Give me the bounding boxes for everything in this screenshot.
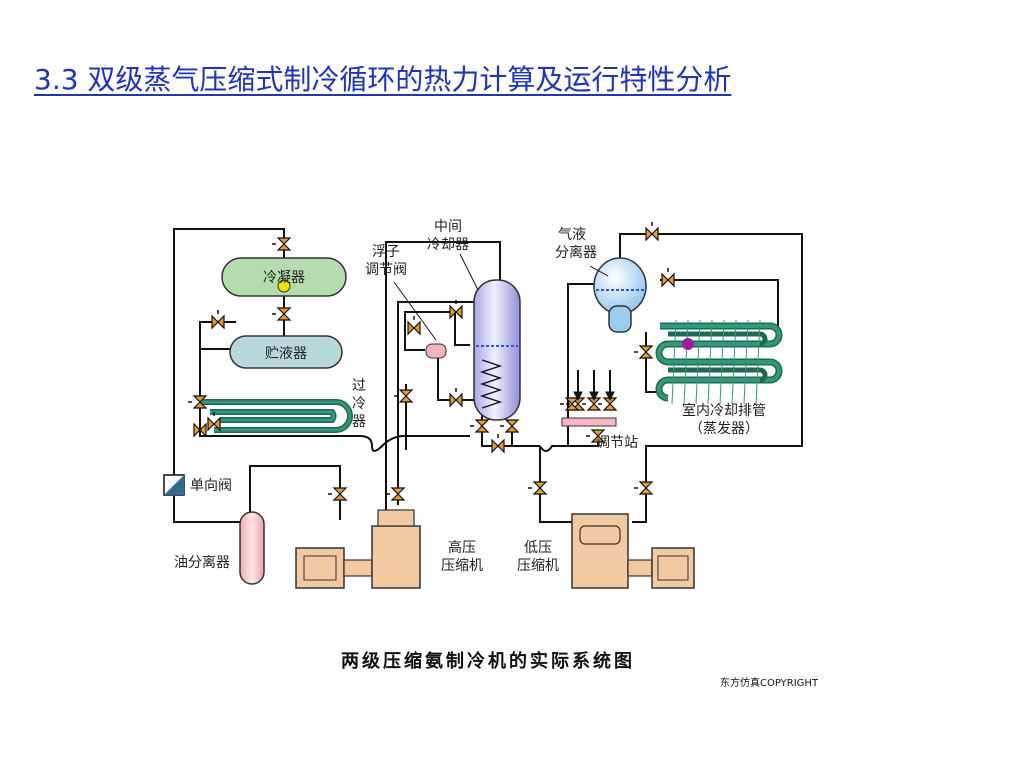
evaporator-indicator <box>682 338 694 350</box>
valve-icon <box>276 307 292 321</box>
page-title: 3.3 双级蒸气压缩式制冷循环的热力计算及运行特性分析 <box>34 63 732 96</box>
float-valve-label-1: 浮子 <box>372 244 400 260</box>
valve-icon <box>407 320 421 336</box>
gas-liquid-separator <box>593 257 647 333</box>
valve-icon <box>449 392 463 408</box>
station-arrows <box>573 370 615 402</box>
condenser <box>221 257 347 297</box>
valve-icon <box>661 272 675 288</box>
valve-icon <box>390 487 406 501</box>
intercooler-label-1: 中间 <box>434 219 462 235</box>
valve-icon <box>491 438 505 454</box>
piping <box>173 228 803 524</box>
float-valve-label-2: 调节阀 <box>365 262 407 278</box>
check-valve-label: 单向阀 <box>190 478 232 494</box>
valve-icon <box>398 389 414 403</box>
lp-compressor-label-1: 低压 <box>524 540 552 556</box>
valve-icon <box>590 429 606 443</box>
check-valve-box <box>163 474 185 496</box>
valve-icon <box>474 419 490 433</box>
valve-icon <box>192 395 208 409</box>
valve-icon <box>602 397 618 411</box>
valve-icon <box>532 481 548 495</box>
separator-label-2: 分离器 <box>555 244 597 261</box>
evaporator-label-1: 室内冷却排管 <box>682 402 766 419</box>
valve-icon <box>207 416 221 432</box>
hp-compressor-label-1: 高压 <box>448 539 476 556</box>
regulating-station-label: 调节站 <box>596 435 638 451</box>
valve-icon <box>645 226 659 242</box>
subcooler-label-3: 器 <box>352 414 366 430</box>
low-pressure-compressor <box>571 513 695 589</box>
receiver-label: 贮液器 <box>265 346 307 362</box>
subcooler-label-2: 冷 <box>352 396 366 412</box>
hp-compressor-label-2: 压缩机 <box>441 558 483 574</box>
valve-icon <box>638 481 654 495</box>
valves <box>188 222 675 501</box>
valve-icon <box>564 397 580 411</box>
receiver <box>229 335 343 369</box>
intercooler-label-2: 冷却器 <box>427 237 469 253</box>
diagram-caption: 两级压缩氨制冷机的实际系统图 <box>341 650 635 672</box>
valve-icon <box>638 345 654 359</box>
intercooler <box>473 279 521 421</box>
leader-lines <box>393 253 609 341</box>
condenser-label: 冷凝器 <box>263 270 305 286</box>
oil-separator <box>239 511 265 585</box>
valve-icon <box>276 237 292 251</box>
valve-icon <box>504 419 520 433</box>
separator-label-1: 气液 <box>558 227 586 243</box>
subcooler-label-1: 过 <box>352 378 366 394</box>
evaporator-coils <box>655 319 783 405</box>
valve-icon <box>193 422 207 438</box>
float-valve <box>425 343 447 359</box>
valve-icon <box>211 314 225 330</box>
valve-icon <box>332 487 348 501</box>
oil-separator-label: 油分离器 <box>174 554 230 571</box>
valve-icon <box>449 304 463 320</box>
regulating-station <box>561 417 617 427</box>
lp-compressor-label-2: 压缩机 <box>517 558 559 574</box>
valve-icon <box>586 397 602 411</box>
copyright-text: 东方仿真COPYRIGHT <box>720 676 819 689</box>
high-pressure-compressor <box>295 509 421 589</box>
evaporator-label-2: （蒸发器） <box>689 421 759 437</box>
